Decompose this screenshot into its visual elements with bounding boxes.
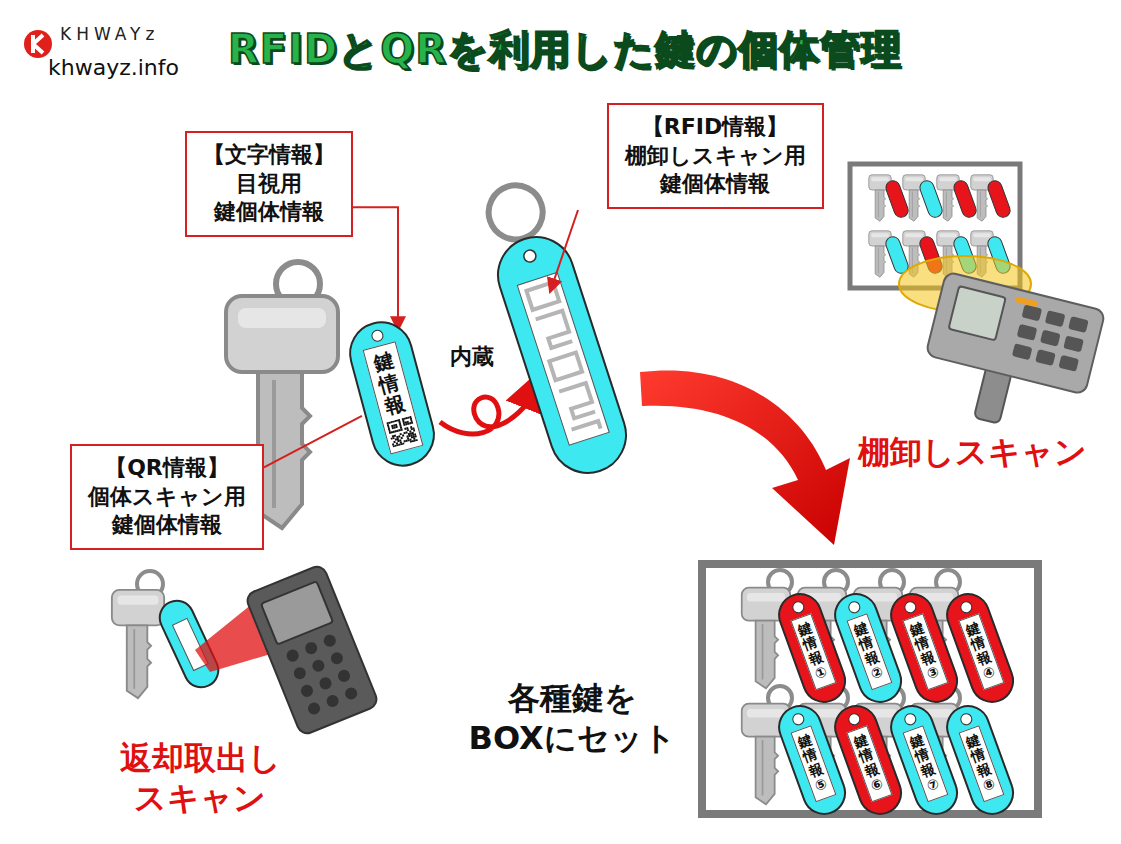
scanner-button bbox=[336, 668, 352, 684]
rfid-leader bbox=[550, 210, 578, 292]
reader-button bbox=[1058, 355, 1079, 372]
reader-button bbox=[1022, 304, 1043, 321]
scanner-button bbox=[318, 676, 334, 692]
tag-hole bbox=[847, 600, 862, 615]
tag-text: 鍵情報② bbox=[852, 620, 886, 683]
reader-button bbox=[1063, 335, 1084, 352]
tag-hole bbox=[903, 600, 918, 615]
tag-text: 鍵情報③ bbox=[908, 620, 942, 683]
reader-button bbox=[1017, 324, 1038, 341]
tag-hole bbox=[847, 712, 862, 727]
leader-line bbox=[353, 207, 398, 330]
key-tag: 鍵情報 bbox=[342, 314, 442, 474]
callout-box: 【文字情報】 目視用 鍵個体情報 bbox=[185, 131, 353, 237]
reader-button bbox=[1040, 330, 1061, 347]
tag-hole bbox=[370, 328, 385, 343]
text-label: KHWAYz bbox=[60, 24, 159, 45]
tag-text: 鍵情報⑥ bbox=[852, 732, 886, 795]
tag-hole bbox=[959, 600, 974, 615]
scanner-button bbox=[285, 648, 301, 664]
callout-text: 【QR情報】 個体スキャン用 鍵個体情報 bbox=[88, 454, 246, 540]
text-label: 各種鍵を BOXにセット bbox=[469, 678, 676, 758]
rfid-reader bbox=[914, 271, 1106, 442]
logo-icon bbox=[24, 30, 52, 58]
key-box bbox=[702, 564, 1038, 814]
tag-hole bbox=[791, 712, 806, 727]
scanner-button bbox=[306, 701, 322, 717]
reader-button bbox=[1012, 343, 1033, 360]
reader-button bbox=[1045, 310, 1066, 327]
scanner-button bbox=[325, 693, 341, 709]
diagram-title: RFIDとQRを利用した鍵の個体管理 bbox=[228, 22, 902, 77]
scanner-button bbox=[329, 650, 345, 666]
text-label: 内蔵 bbox=[450, 343, 494, 371]
return-scan-figure bbox=[112, 564, 380, 736]
tag-text: 鍵情報④ bbox=[964, 620, 998, 683]
scanner-button bbox=[303, 640, 319, 656]
scanner-button bbox=[292, 665, 308, 681]
tag-text: 鍵情報⑧ bbox=[964, 732, 998, 795]
builtin-arrow bbox=[440, 382, 540, 434]
tag-text: 鍵情報 bbox=[371, 349, 407, 418]
leader-line bbox=[264, 416, 362, 468]
flow-arrow bbox=[640, 370, 850, 545]
reader-button bbox=[1068, 316, 1089, 333]
tag-text: 鍵情報① bbox=[796, 620, 830, 683]
tag-hole bbox=[959, 712, 974, 727]
scanner-button bbox=[322, 633, 338, 649]
tag-text: 鍵情報⑦ bbox=[908, 732, 942, 795]
callout-text: 【文字情報】 目視用 鍵個体情報 bbox=[203, 141, 335, 227]
tag-label: 鍵情報 bbox=[363, 341, 424, 454]
text-label: khwayz.info bbox=[48, 54, 179, 82]
scanner-button bbox=[299, 683, 315, 699]
callout-box: 【QR情報】 個体スキャン用 鍵個体情報 bbox=[70, 444, 264, 550]
text-label: 棚卸しスキャン bbox=[858, 432, 1087, 472]
tag-hole bbox=[791, 600, 806, 615]
scanner-button bbox=[311, 658, 327, 674]
rfid-tag bbox=[471, 175, 636, 483]
callout-text: 【RFID情報】 棚卸しスキャン用 鍵個体情報 bbox=[625, 113, 806, 199]
text-label: 返却取出し スキャン bbox=[120, 738, 281, 818]
tag-hole bbox=[903, 712, 918, 727]
callout-box: 【RFID情報】 棚卸しスキャン用 鍵個体情報 bbox=[607, 103, 824, 209]
scanner-button bbox=[343, 686, 359, 702]
qr-code bbox=[386, 416, 418, 448]
tag-text: 鍵情報⑤ bbox=[796, 732, 830, 795]
reader-button bbox=[1035, 349, 1056, 366]
